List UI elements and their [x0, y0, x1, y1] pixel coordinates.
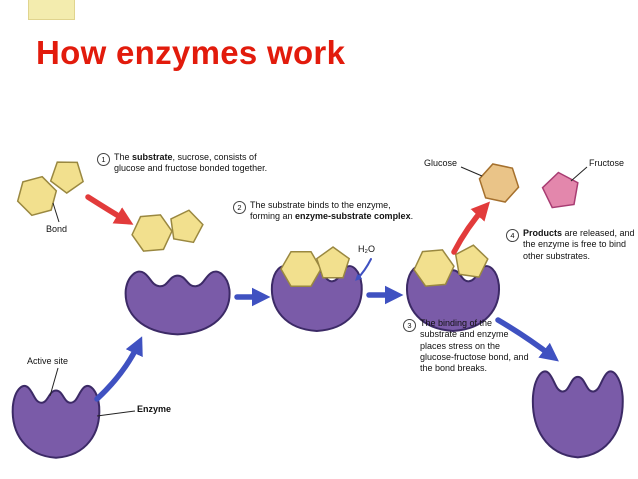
bond-pointer-line [52, 202, 60, 223]
sucrose2-fructose-pentagon [166, 206, 206, 245]
step-1-text-post: , sucrose, consists of glucose and fruct… [114, 152, 268, 174]
glucose-label: Glucose [424, 158, 458, 168]
step-4-caption: 4 Products are released, and the enzyme … [506, 228, 638, 262]
released-glucose-hexagon [475, 161, 523, 205]
enzyme-bottom-right [531, 370, 624, 459]
sucrose2-glucose-hexagon [129, 213, 175, 253]
step-3-number-badge: 3 [403, 319, 416, 332]
red-arrow-substrate [85, 194, 134, 225]
step-1-text: The substrate, sucrose, consists of gluc… [114, 152, 273, 175]
step-2-text-pre: The substrate binds to the enzyme, formi… [250, 200, 391, 222]
enzyme-bottom-left [11, 384, 101, 459]
step-3-caption: 3 The binding of the substrate and enzym… [403, 318, 529, 374]
corner-decoration [28, 0, 75, 20]
step-3-text: The binding of the substrate and enzyme … [420, 318, 529, 373]
fructose-label: Fructose [589, 158, 625, 168]
red-arrow-products [451, 201, 491, 255]
released-fructose-pentagon [539, 169, 582, 210]
step-4-number-badge: 4 [506, 229, 519, 242]
step-1-number-badge: 1 [97, 153, 110, 166]
step-2-number-badge: 2 [233, 201, 246, 214]
step-4-text-bold: Products [523, 228, 563, 238]
step-2-text-bold: enzyme-substrate complex [295, 211, 411, 222]
active-site-pointer-line [49, 367, 59, 397]
water-arrow [355, 258, 372, 281]
step-1-text-pre: The [114, 152, 133, 162]
blue-arrow-enzyme-recycle-in [94, 336, 143, 402]
step-2-caption: 2 The substrate binds to the enzyme, for… [233, 200, 418, 223]
blue-arrow-release [495, 317, 559, 362]
enzyme-pointer-line [96, 410, 136, 417]
step-1-text-bold: substrate [132, 152, 173, 162]
fructose-pointer-line [570, 166, 588, 182]
step-2-text-post: . [410, 211, 414, 222]
glucose-pointer-line [460, 166, 483, 177]
page-title: How enzymes work [36, 34, 346, 71]
active-site-label: Active site [27, 356, 69, 366]
water-label: H₂O [358, 244, 375, 254]
step-1-caption: 1 The substrate, sucrose, consists of gl… [97, 152, 273, 175]
step-2-text: The substrate binds to the enzyme, formi… [250, 200, 418, 223]
complex-fructose-pentagon [316, 246, 350, 279]
step-4-text-post: are released, and the enzyme is free to … [523, 228, 635, 261]
enzyme-left [124, 270, 231, 336]
enzyme-label: Enzyme [137, 404, 172, 414]
bond-label: Bond [46, 224, 68, 234]
step-4-text: Products are released, and the enzyme is… [523, 228, 638, 262]
